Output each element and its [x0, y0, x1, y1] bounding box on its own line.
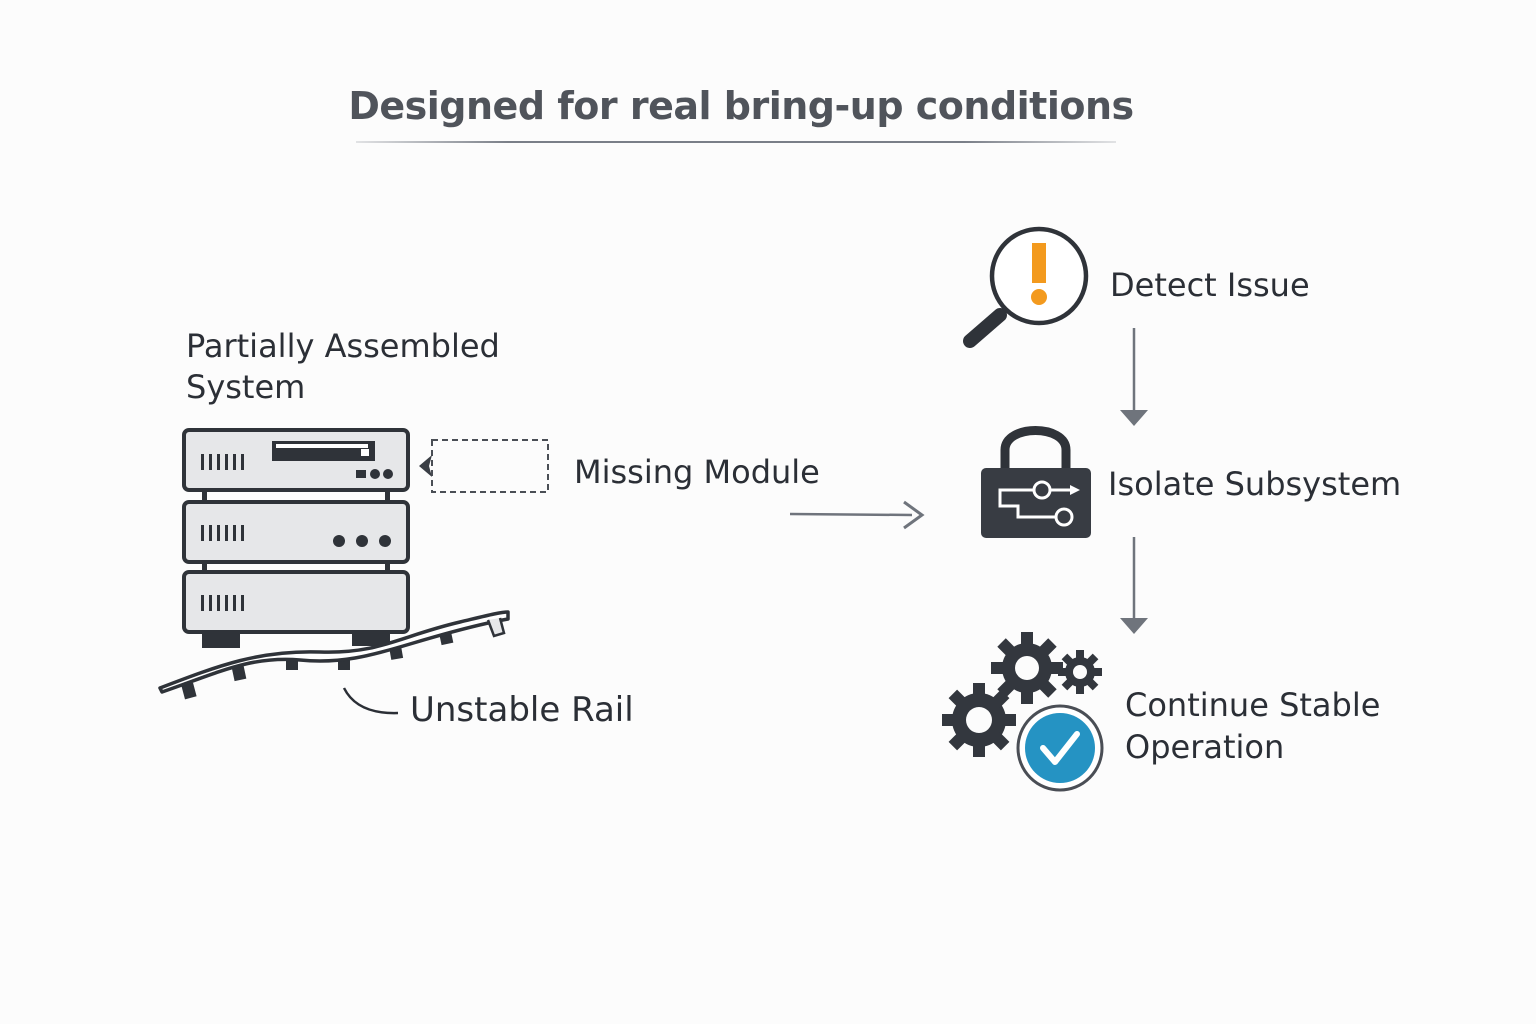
server-unit-1: [182, 428, 410, 492]
step-continue-line1: Continue Stable: [1125, 686, 1381, 724]
system-label: Partially Assembled System: [186, 326, 500, 408]
flow-arrow-down-1: [1120, 328, 1148, 426]
server-unit-2: [182, 500, 410, 564]
step-continue-line2: Operation: [1125, 728, 1285, 766]
unstable-rail-label: Unstable Rail: [410, 690, 634, 730]
gear-medium-icon: [942, 683, 1016, 757]
flow-arrow-right: [789, 500, 925, 530]
gear-large-icon: [991, 632, 1063, 704]
step-detect-label: Detect Issue: [1110, 266, 1310, 304]
gears-check-icon: [942, 632, 1104, 792]
page-title: Designed for real bring-up conditions: [348, 84, 1134, 128]
step-isolate-label: Isolate Subsystem: [1108, 465, 1402, 503]
missing-module-label: Missing Module: [574, 453, 820, 491]
system-label-line2: System: [186, 368, 306, 406]
system-label-line1: Partially Assembled: [186, 327, 500, 365]
checkmark-badge-icon: [1016, 704, 1104, 792]
rail-icon: [158, 610, 510, 715]
missing-module-placeholder-icon: [419, 439, 549, 493]
server-rack-icon: [182, 428, 410, 648]
step-continue-label: Continue Stable Operation: [1125, 684, 1380, 768]
magnifier-alert-icon: [963, 226, 1089, 348]
gear-small-icon: [1058, 650, 1102, 694]
flow-arrow-down-2: [1120, 537, 1148, 634]
lock-circuit-icon: [981, 426, 1091, 538]
title-divider: [356, 141, 1116, 143]
server-unit-3: [182, 570, 410, 634]
